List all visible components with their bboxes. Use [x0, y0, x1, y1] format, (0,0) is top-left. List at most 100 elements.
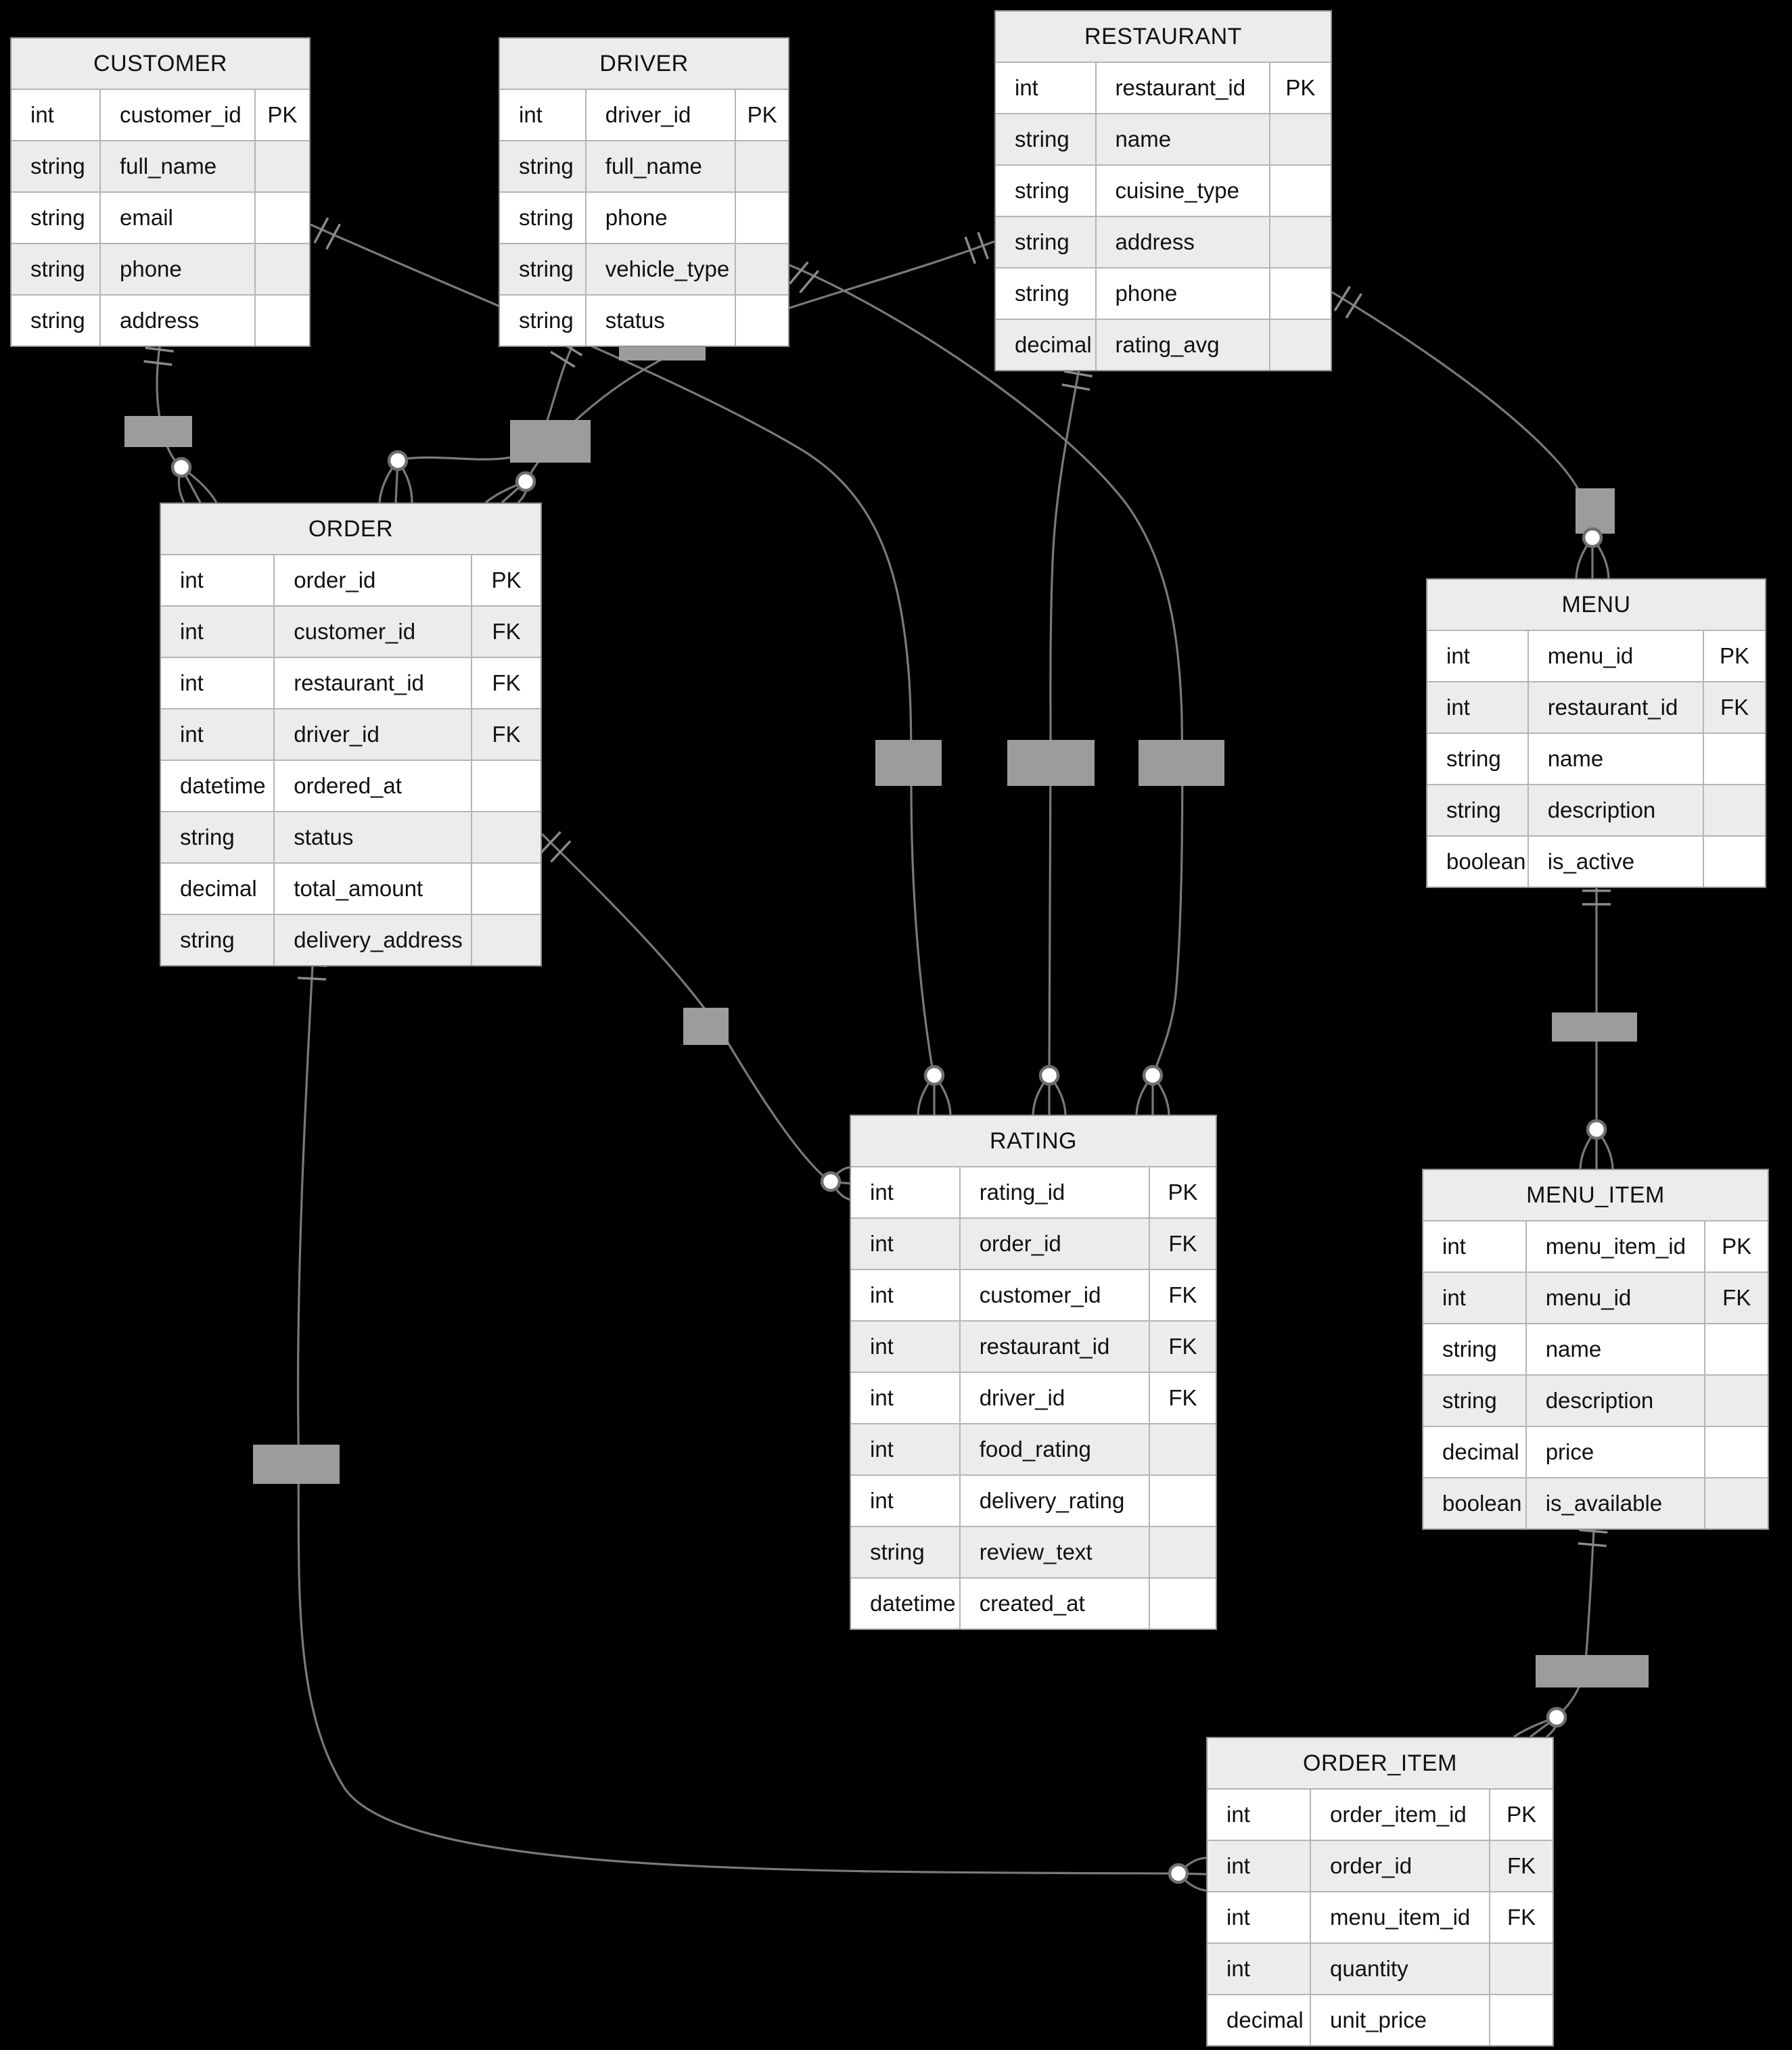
field-key	[1705, 1376, 1768, 1426]
cardinality-one-tick	[143, 360, 173, 367]
cardinality-one-tick	[1578, 1542, 1607, 1547]
field-key	[1705, 1478, 1768, 1529]
field-name: menu_item_id	[1527, 1221, 1706, 1272]
field-key	[1150, 1579, 1216, 1629]
field-key	[1270, 269, 1331, 319]
field-key	[1705, 1427, 1768, 1477]
field-key	[736, 296, 788, 346]
edge-label-box-order-rating	[683, 1008, 729, 1045]
field-type: string	[161, 915, 275, 965]
cardinality-one-tick	[1579, 1529, 1608, 1534]
field-name: full_name	[587, 141, 737, 191]
field-name: total_amount	[275, 864, 473, 914]
field-type: datetime	[161, 761, 275, 811]
field-type: int	[851, 1219, 961, 1269]
field-type: decimal	[1208, 1995, 1311, 2045]
field-type: int	[1208, 1944, 1311, 1994]
field-type: string	[500, 244, 587, 294]
field-key	[256, 193, 309, 243]
field-name: quantity	[1311, 1944, 1491, 1994]
field-name: order_item_id	[1311, 1790, 1491, 1840]
field-type: decimal	[996, 320, 1097, 370]
field-name: delivery_address	[275, 915, 473, 965]
cardinality-one-tick	[325, 223, 341, 250]
cardinality-zero-circle	[1546, 1706, 1567, 1728]
field-name: rating_avg	[1097, 320, 1270, 370]
field-key	[1270, 320, 1331, 370]
field-key	[472, 812, 541, 862]
field-name: address	[1097, 217, 1270, 267]
field-name: restaurant_id	[275, 658, 473, 708]
entity-title: MENU_ITEM	[1423, 1170, 1768, 1220]
field-key	[1704, 837, 1765, 887]
field-type: int	[1423, 1221, 1527, 1272]
field-key: FK	[1507, 1853, 1536, 1878]
field-key	[1150, 1476, 1216, 1526]
field-name: vehicle_type	[587, 244, 737, 294]
field-type: int	[1423, 1273, 1527, 1323]
field-type: int	[1427, 682, 1529, 732]
field-name: order_id	[275, 555, 473, 605]
cardinality-one-tick	[964, 236, 977, 264]
field-name: menu_id	[1529, 631, 1705, 681]
field-key	[1150, 1527, 1216, 1577]
cardinality-zero-circle	[1038, 1065, 1060, 1086]
cardinality-zero-circle	[1586, 1119, 1607, 1140]
field-type: string	[851, 1527, 961, 1577]
field-name: is_active	[1529, 837, 1705, 887]
field-name: phone	[587, 193, 737, 243]
field-key: PK	[1507, 1802, 1537, 1827]
field-key	[256, 244, 309, 294]
field-type: string	[1423, 1324, 1527, 1374]
field-type: boolean	[1427, 837, 1529, 887]
field-name: name	[1529, 734, 1705, 784]
field-name: phone	[101, 244, 256, 294]
field-key	[1270, 166, 1331, 216]
cardinality-one-tick	[540, 831, 561, 854]
field-type: int	[161, 555, 275, 605]
field-key: PK	[1722, 1234, 1752, 1259]
field-key	[472, 761, 541, 811]
cardinality-zero-circle	[1582, 527, 1603, 549]
field-name: description	[1529, 785, 1705, 835]
field-key: PK	[1285, 75, 1316, 100]
field-name: order_id	[961, 1219, 1150, 1269]
field-name: is_available	[1527, 1478, 1706, 1529]
cardinality-one-tick	[1061, 383, 1090, 391]
field-type: int	[1208, 1841, 1311, 1891]
field-key	[1704, 785, 1765, 835]
field-name: full_name	[101, 141, 256, 191]
field-type: string	[1427, 734, 1529, 784]
field-key: PK	[747, 102, 777, 127]
field-key: FK	[1507, 1905, 1536, 1930]
field-type: string	[996, 114, 1097, 164]
field-type: int	[161, 709, 275, 760]
field-name: name	[1097, 114, 1270, 164]
field-key: FK	[492, 722, 521, 747]
